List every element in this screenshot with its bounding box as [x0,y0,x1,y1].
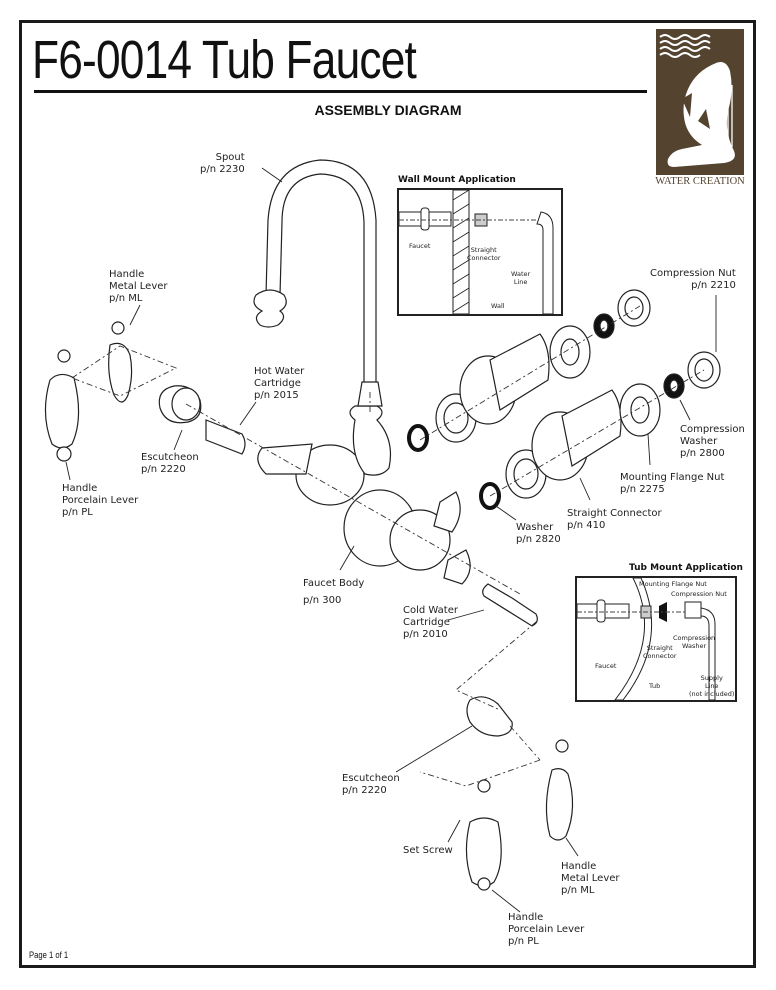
label-set-screw: Set Screw [403,845,453,856]
spout-part [265,159,377,401]
cold-cartridge-part [482,583,538,627]
tub-supply-line-label: Supply Line (not included) [689,674,735,698]
tub-mount-inset: Mounting Flange Nut Compression Nut Comp… [575,576,737,702]
faucet-body-part [295,444,365,506]
tub-mount-title: Tub Mount Application [629,563,743,573]
tub-comp-washer-label: Compression Washer [673,634,716,650]
handle-metal-lever-top [108,342,133,403]
wall-connector-label: Straight Connector [467,246,501,262]
tub-flange-nut-label: Mounting Flange Nut [639,580,707,588]
page-border [19,20,756,968]
brand-logo: WATER CREATION [655,29,745,189]
handle-porcelain-lever-bottom [465,817,502,887]
wall-mount-title: Wall Mount Application [398,175,516,185]
page-number: Page 1 of 1 [29,950,69,960]
tub-label: Tub [649,682,661,690]
brand-name: WATER CREATION [655,176,745,187]
kneeling-figure-icon [659,34,735,167]
wall-faucet-label: Faucet [409,242,431,250]
tub-comp-nut-label: Compression Nut [671,590,727,598]
wall-mount-inset: Faucet Straight Connector Water Line Wal… [397,188,563,316]
wall-mount-drawing [399,190,554,314]
tub-mount-drawing [577,578,716,700]
spout-base [253,289,287,328]
escutcheon-bottom-part [466,696,513,737]
handle-porcelain-lever-top [44,373,80,449]
wall-label: Wall [491,302,505,310]
page-title: F6-0014 Tub Faucet [32,30,417,90]
hot-cartridge-part [205,419,246,455]
logo-emblem [656,29,744,175]
diagram-subtitle: ASSEMBLY DIAGRAM [314,102,462,118]
tub-connector-label: Straight Connector [643,644,677,660]
wall-water-line-label: Water Line [511,270,531,286]
handle-metal-lever-bottom [545,768,574,841]
title-underline [34,90,647,93]
tub-faucet-label: Faucet [595,662,617,670]
